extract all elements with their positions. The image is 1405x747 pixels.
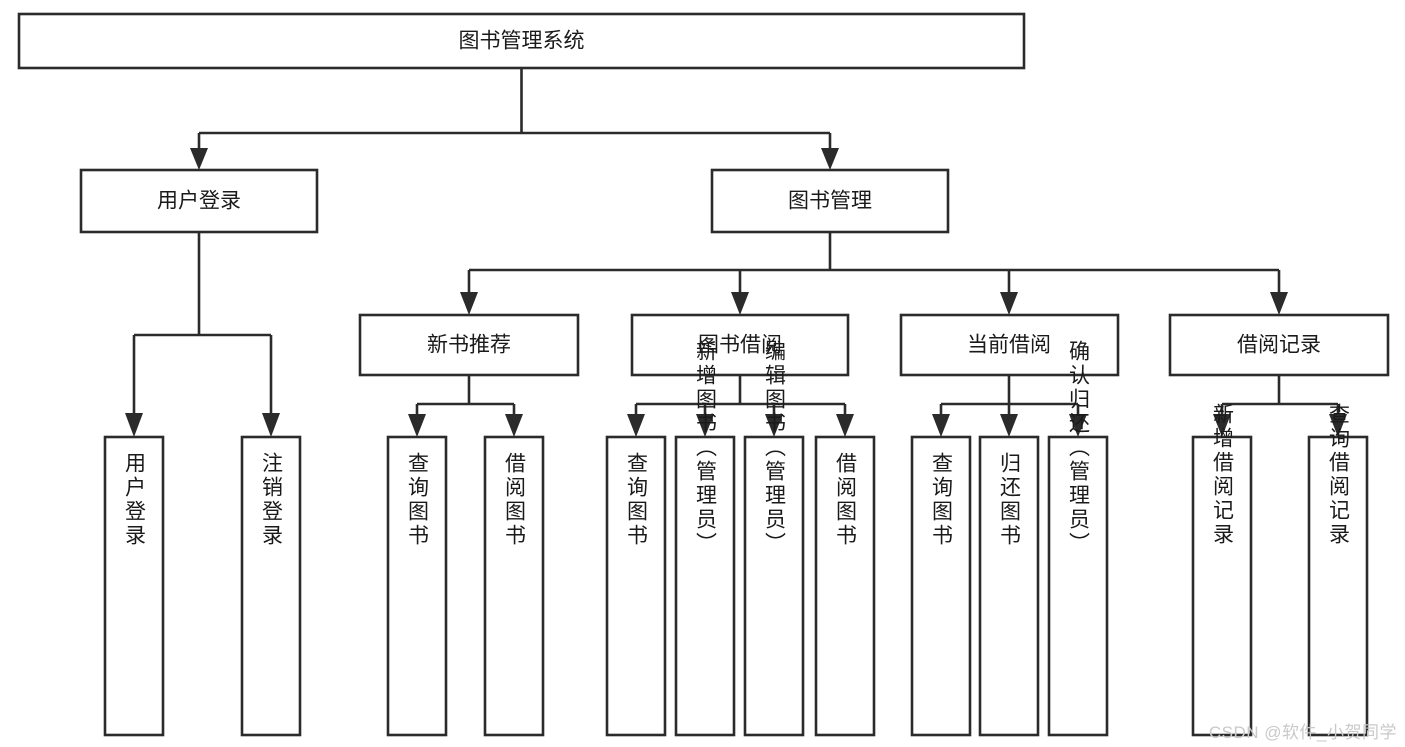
arrow-root-to-user-login [190, 148, 208, 170]
arrow-borrow-leaf-3 [765, 414, 783, 437]
leaf-current-borrow-1-label: 查询图书 [930, 452, 954, 548]
leaf-book-borrow-3-box[interactable] [743, 435, 805, 737]
leaf-new-book-2[interactable]: 借阅图书 [483, 435, 545, 737]
leaf-book-borrow-1-box[interactable] [605, 435, 667, 737]
arrow-userlogin-leaf-1 [125, 413, 143, 437]
node-book-borrow-label: 图书借阅 [698, 334, 782, 357]
leaf-borrow-record-2[interactable]: 查询借阅记录 [1307, 403, 1369, 737]
leaf-user-login-2-box[interactable] [240, 435, 302, 737]
arrow-record-leaf-1 [1213, 414, 1231, 437]
node-root-box[interactable] [17, 12, 1026, 70]
node-book-manage-box[interactable] [710, 168, 950, 234]
leaf-new-book-1[interactable]: 查询图书 [386, 435, 448, 737]
node-user-login-label: 用户登录 [157, 190, 241, 213]
node-user-login[interactable]: 用户登录 [79, 168, 319, 234]
arrow-current-leaf-3 [1069, 414, 1087, 437]
arrow-borrow-leaf-4 [836, 414, 854, 437]
leaf-book-borrow-2-box[interactable] [674, 435, 736, 737]
leaf-user-login-1[interactable]: 用户登录 [103, 435, 165, 737]
leaf-book-borrow-3[interactable]: 编辑图书（管理员） [743, 340, 805, 737]
node-borrow-record-box[interactable] [1168, 313, 1390, 377]
arrow-newbook-leaf-1 [408, 414, 426, 437]
node-new-book-recommend-label: 新书推荐 [427, 334, 511, 357]
leaf-user-login-1-box[interactable] [103, 435, 165, 737]
leaf-book-borrow-1[interactable]: 查询图书 [605, 435, 667, 737]
leaf-current-borrow-3-box[interactable] [1047, 435, 1109, 737]
leaf-new-book-2-label: 借阅图书 [503, 452, 527, 548]
node-book-borrow[interactable]: 图书借阅 [630, 313, 850, 377]
leaf-user-login-2[interactable]: 注销登录 [240, 435, 302, 737]
leaf-current-borrow-2-box[interactable] [978, 435, 1040, 737]
leaf-current-borrow-3[interactable]: 确认归还（管理员） [1047, 340, 1109, 737]
leaf-new-book-1-box[interactable] [386, 435, 448, 737]
leaf-current-borrow-2[interactable]: 归还图书 [978, 435, 1040, 737]
arrow-current-leaf-2 [1000, 414, 1018, 437]
leaf-book-borrow-4[interactable]: 借阅图书 [814, 435, 876, 737]
node-current-borrow[interactable]: 当前借阅 [899, 313, 1120, 377]
arrow-root-to-book-manage [821, 148, 839, 170]
edge-group [125, 68, 1347, 437]
leaf-new-book-2-box[interactable] [483, 435, 545, 737]
leaf-book-borrow-4-label: 借阅图书 [834, 452, 858, 548]
leaf-current-borrow-2-label: 归还图书 [998, 452, 1022, 548]
arrow-borrow-leaf-2 [696, 414, 714, 437]
leaf-book-borrow-3-label: 编辑图书（管理员） [763, 340, 787, 556]
node-borrow-record-label: 借阅记录 [1237, 334, 1321, 357]
leaf-book-borrow-2-label: 新增图书（管理员） [694, 340, 718, 556]
node-new-book-recommend-box[interactable] [358, 313, 580, 377]
arrow-record-leaf-2 [1329, 414, 1347, 437]
leaf-book-borrow-4-box[interactable] [814, 435, 876, 737]
node-current-borrow-box[interactable] [899, 313, 1120, 377]
leaf-user-login-2-label: 注销登录 [260, 452, 284, 548]
arrow-bookmanage-to-borrow [731, 292, 749, 315]
leaf-book-borrow-1-label: 查询图书 [625, 452, 649, 548]
arrow-bookmanage-to-record [1270, 292, 1288, 315]
arrow-borrow-leaf-1 [627, 414, 645, 437]
node-user-login-box[interactable] [79, 168, 319, 234]
node-root[interactable]: 图书管理系统 [17, 12, 1026, 70]
node-book-manage-label: 图书管理 [788, 190, 872, 213]
node-book-manage[interactable]: 图书管理 [710, 168, 950, 234]
node-book-borrow-box[interactable] [630, 313, 850, 377]
arrow-bookmanage-to-current [1000, 292, 1018, 315]
arrow-bookmanage-to-new-book [460, 292, 478, 315]
arrow-current-leaf-1 [932, 414, 950, 437]
leaf-current-borrow-3-label: 确认归还（管理员） [1067, 340, 1091, 556]
node-new-book-recommend[interactable]: 新书推荐 [358, 313, 580, 377]
leaf-borrow-record-1-label: 新增借阅记录 [1211, 403, 1235, 547]
node-root-label: 图书管理系统 [459, 30, 585, 53]
leaf-current-borrow-1-box[interactable] [910, 435, 972, 737]
arrow-newbook-leaf-2 [505, 414, 523, 437]
leaf-borrow-record-1-box[interactable] [1191, 435, 1253, 737]
leaf-book-borrow-2[interactable]: 新增图书（管理员） [674, 340, 736, 737]
leaf-current-borrow-1[interactable]: 查询图书 [910, 435, 972, 737]
leaf-borrow-record-2-box[interactable] [1307, 435, 1369, 737]
node-current-borrow-label: 当前借阅 [967, 334, 1051, 357]
arrow-userlogin-leaf-2 [262, 413, 280, 437]
leaf-borrow-record-1[interactable]: 新增借阅记录 [1191, 403, 1253, 737]
leaf-user-login-1-label: 用户登录 [123, 452, 147, 548]
leaf-borrow-record-2-label: 查询借阅记录 [1327, 403, 1351, 547]
csdn-watermark: CSDN @软件_小贺同学 [1208, 723, 1397, 742]
leaf-new-book-1-label: 查询图书 [406, 452, 430, 548]
node-borrow-record[interactable]: 借阅记录 [1168, 313, 1390, 377]
